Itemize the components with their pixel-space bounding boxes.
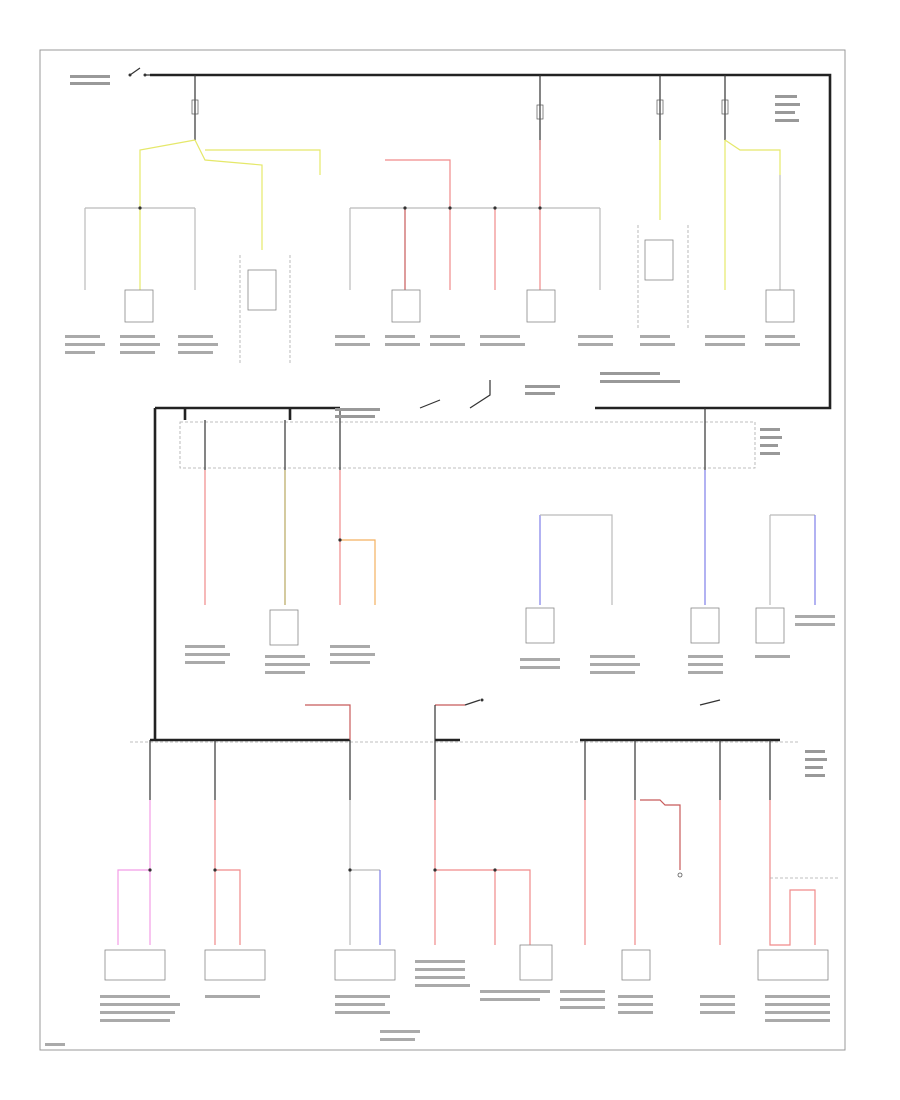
wire-red-mid [385,159,451,210]
wire-darkred-bottom [640,799,681,870]
connector-top-4 [526,289,556,323]
caption-marks [45,335,835,1046]
mid-fuse-block [179,421,756,469]
middle-section [153,380,816,740]
fuse-top-3 [656,99,664,115]
bottom-section [104,698,840,981]
fuse-top-4 [721,99,729,115]
connector-bottom-5 [621,949,651,981]
label-marks [70,75,827,777]
mid-bus [153,406,340,740]
connector-top-1 [124,289,154,323]
connector-mid-4 [755,607,785,644]
connector-bottom-2 [204,949,266,981]
connector-mid-2 [525,607,555,644]
connector-bottom-3 [334,949,396,981]
connector-bottom-1 [104,949,166,981]
connector-top-2 [247,269,277,311]
page-frame [39,49,846,1051]
top-section [84,67,832,410]
connector-bottom-6 [757,949,829,981]
fuse-top-1 [191,99,199,115]
wire-yellow-left [139,139,196,290]
connector-top-6 [765,289,795,323]
connector-mid-3 [690,607,720,644]
top-source-switch [129,67,150,76]
fuse-top-2 [536,104,544,120]
connector-top-5 [644,239,674,281]
connector-top-3 [391,289,421,323]
wire-orange-mid [340,539,376,605]
connector-mid-1 [269,609,299,646]
top-bus [150,73,832,410]
connector-bottom-4 [519,944,553,981]
